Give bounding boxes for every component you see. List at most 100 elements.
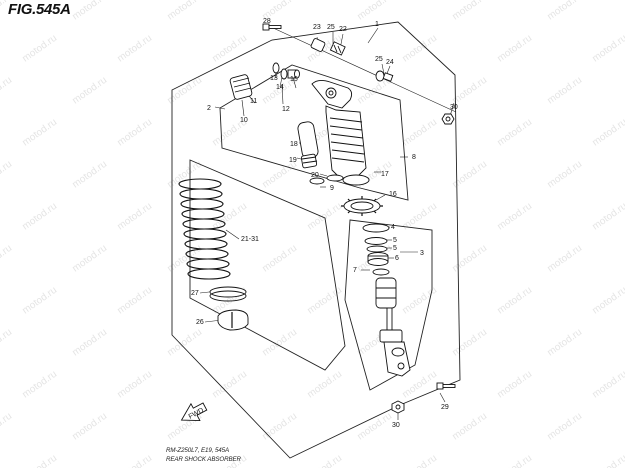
clip-9-icon — [309, 177, 325, 185]
watermark-text: motod.ru — [495, 285, 534, 317]
watermark-text: motod.ru — [400, 453, 439, 468]
bolt-29-icon — [436, 382, 456, 390]
adjuster-14-icon — [287, 69, 300, 79]
spring-frame — [189, 159, 346, 371]
watermark-text: motod.ru — [20, 453, 59, 468]
callout-12: 12 — [282, 106, 290, 113]
callout-28-top: 28 — [263, 18, 271, 25]
watermark-text: motod.ru — [495, 117, 534, 149]
callout-6: 6 — [395, 255, 399, 262]
callout-10: 10 — [240, 117, 248, 124]
watermark-text: motod.ru — [20, 33, 59, 65]
watermark-text: motod.ru — [165, 0, 204, 22]
watermark-text: motod.ru — [260, 411, 299, 443]
callout-labels: 28 23 25 22 1 25 24 13 15 14 11 12 10 2 … — [191, 18, 458, 429]
watermark-text: motod.ru — [115, 453, 154, 468]
o-ring-15-icon — [280, 68, 288, 80]
watermark-text: motod.ru — [495, 201, 534, 233]
stopper-26-icon — [217, 309, 249, 331]
callout-25-top: 25 — [327, 24, 335, 31]
callout-4: 4 — [391, 224, 395, 231]
callout-29: 29 — [441, 404, 449, 411]
watermark-text: motod.ru — [545, 75, 584, 107]
shock-body-icon — [311, 79, 367, 179]
o-ring-7-icon — [372, 268, 390, 276]
spring-adjuster-16-icon — [341, 196, 383, 216]
o-ring-13-icon — [272, 62, 280, 74]
watermark-text: motod.ru — [20, 369, 59, 401]
watermark-text: motod.ru — [165, 327, 204, 359]
nut-30-upper-icon — [441, 113, 455, 125]
nut-30-lower-icon — [391, 400, 405, 414]
watermark-text: motod.ru — [115, 369, 154, 401]
callout-24: 24 — [386, 59, 394, 66]
clip-20-icon — [326, 174, 344, 182]
watermark-text: motod.ru — [355, 0, 394, 22]
spacer-6-icon — [367, 252, 389, 266]
lower-clevis-icon — [379, 329, 411, 377]
watermark-text: motod.ru — [400, 369, 439, 401]
watermark-text: motod.ru — [260, 327, 299, 359]
watermark-text: motod.ru — [305, 369, 344, 401]
watermark-text: motod.ru — [400, 117, 439, 149]
callout-7: 7 — [353, 267, 357, 274]
callout-26: 26 — [196, 319, 204, 326]
watermark-text: motod.ru — [70, 159, 109, 191]
watermark-text: motod.ru — [210, 33, 249, 65]
watermark-text: motod.ru — [590, 201, 625, 233]
bump-rubber-icon — [375, 277, 397, 309]
callout-21-31: 21-31 — [241, 236, 259, 243]
watermark-text: motod.ru — [355, 411, 394, 443]
watermark-text: motod.ru — [305, 201, 344, 233]
callout-8: 8 — [412, 154, 416, 161]
watermark-text: motod.ru — [400, 285, 439, 317]
reservoir-cap-10-icon — [229, 74, 253, 100]
watermark-text: motod.ru — [400, 33, 439, 65]
piston-rod-icon — [386, 307, 393, 333]
reservoir-cap-19-icon — [300, 153, 318, 169]
upper-subassembly-frame — [219, 64, 409, 201]
callout-23: 23 — [313, 24, 321, 31]
callout-5a: 5 — [393, 237, 397, 244]
watermark-text: motod.ru — [450, 327, 489, 359]
lower-body-frame — [344, 219, 433, 391]
reservoir-18-icon — [297, 121, 319, 159]
watermark-text: motod.ru — [545, 0, 584, 22]
callout-20: 20 — [311, 172, 319, 179]
watermark-text: motod.ru — [590, 117, 625, 149]
watermark-text: motod.ru — [115, 117, 154, 149]
bushing-24-icon — [382, 72, 394, 82]
callout-15: 15 — [290, 76, 298, 83]
washer-5b-icon — [366, 245, 388, 253]
callout-13: 13 — [270, 75, 278, 82]
watermark-text: motod.ru — [115, 285, 154, 317]
watermark-text: motod.ru — [20, 117, 59, 149]
callout-27: 27 — [191, 290, 199, 297]
callout-2: 2 — [207, 105, 211, 112]
callout-25-right: 25 — [375, 56, 383, 63]
washer-5-icon — [364, 237, 388, 245]
watermark-text: motod.ru — [450, 243, 489, 275]
ring-17-icon — [342, 174, 370, 186]
watermark-text: motod.ru — [70, 75, 109, 107]
watermark-text: motod.ru — [545, 327, 584, 359]
watermark-text: motod.ru — [590, 453, 625, 468]
outer-frame — [171, 21, 461, 459]
callout-19: 19 — [289, 157, 297, 164]
callout-5b: 5 — [393, 245, 397, 252]
watermark-text: motod.ru — [0, 75, 14, 107]
watermark-text: motod.ru — [0, 159, 14, 191]
watermark-text: motod.ru — [400, 201, 439, 233]
callout-22: 22 — [339, 26, 347, 33]
callout-30-bottom: 30 — [392, 422, 400, 429]
watermark-text: motod.ru — [450, 411, 489, 443]
watermark-text: motod.ru — [0, 327, 14, 359]
watermark-text: motod.ru — [115, 33, 154, 65]
parts — [178, 23, 456, 414]
watermark-text: motod.ru — [0, 411, 14, 443]
bolt-28-icon — [262, 23, 282, 31]
washer-25-icon — [375, 70, 385, 82]
